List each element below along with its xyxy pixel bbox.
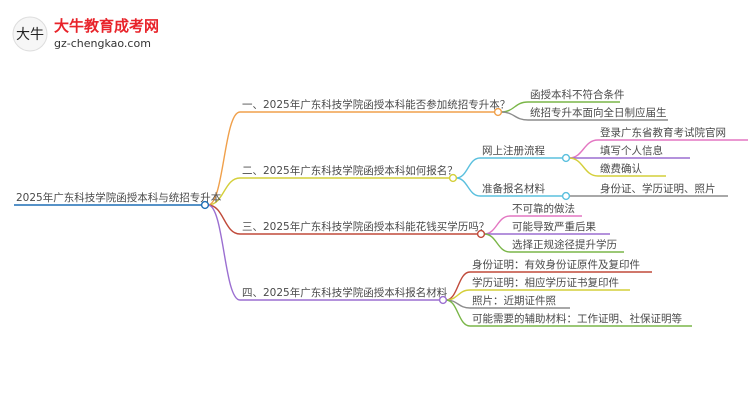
logo-mark: 大牛 xyxy=(16,27,44,43)
root-topic: 2025年广东科技学院函授本科与统招专升本 xyxy=(16,191,222,204)
branch-2-label: 二、2025年广东科技学院函授本科如何报名？ xyxy=(242,164,458,177)
branch-3-child-1: 不可靠的做法 xyxy=(512,202,575,215)
brand-logo: 大牛 xyxy=(12,16,48,52)
branch-2-child-1-sub-1-connector xyxy=(568,139,599,159)
branch-4-dot xyxy=(438,295,448,305)
branch-4-child-2: 学历证明：相应学历证书复印件 xyxy=(472,276,619,289)
branch-connector-3 xyxy=(207,204,241,235)
branch-1-dot xyxy=(493,107,503,117)
branch-4-child-3: 照片：近期证件照 xyxy=(472,294,556,307)
logo-badge-icon xyxy=(12,16,48,52)
brand-title: 大牛教育成考网 xyxy=(54,17,159,35)
brand-url: gz-chengkao.com xyxy=(54,37,151,50)
branch-connector-4 xyxy=(207,204,241,301)
branch-connector-1 xyxy=(207,111,241,206)
branch-2-child-1: 网上注册流程 xyxy=(482,144,545,157)
branch-1-child-1: 函授本科不符合条件 xyxy=(530,88,625,101)
branch-4-child-1: 身份证明：有效身份证原件及复印件 xyxy=(472,258,640,271)
branch-1-child-2: 统招专升本面向全日制应届生 xyxy=(530,106,667,119)
branch-2-child-1-sub-3-connector xyxy=(568,157,599,177)
branch-2-child-1-dot xyxy=(561,153,571,163)
branch-4-child-4-connector xyxy=(445,299,471,327)
branch-4-label: 四、2025年广东科技学院函授本科报名材料 xyxy=(242,286,448,299)
branch-2-dot xyxy=(448,173,458,183)
root-node-dot xyxy=(200,200,210,210)
branch-2-child-1-sub-1: 登录广东省教育考试院官网 xyxy=(600,126,726,139)
branch-2-child-2-dot xyxy=(561,191,571,201)
branch-connector-2 xyxy=(207,177,241,206)
branch-3-child-3: 选择正规途径提升学历 xyxy=(512,238,617,251)
branch-2-child-1-sub-3: 缴费确认 xyxy=(600,162,642,175)
branch-3-dot xyxy=(476,229,486,239)
branch-2-child-1-connector xyxy=(455,157,481,179)
mindmap-nodes: 2025年广东科技学院函授本科与统招专升本 一、2025年广东科技学院函授本科能否… xyxy=(14,88,748,327)
branch-2-child-2-sub-1: 身份证、学历证明、照片 xyxy=(600,182,716,195)
branch-3-child-2: 可能导致严重后果 xyxy=(512,220,596,233)
branch-2-child-1-sub-2: 填写个人信息 xyxy=(600,144,663,157)
branch-3-label: 三、2025年广东科技学院函授本科能花钱买学历吗？ xyxy=(242,220,489,233)
branch-2-child-2: 准备报名材料 xyxy=(482,182,545,195)
branch-2-child-2-connector xyxy=(455,177,481,197)
branch-3-child-3-connector xyxy=(483,233,511,253)
branch-4-child-4: 可能需要的辅助材料：工作证明、社保证明等 xyxy=(472,312,682,325)
branch-1-label: 一、2025年广东科技学院函授本科能否参加统招专升本？ xyxy=(242,98,510,111)
branch-1-child-2-connector xyxy=(500,111,529,121)
branch-connectors xyxy=(207,101,599,327)
